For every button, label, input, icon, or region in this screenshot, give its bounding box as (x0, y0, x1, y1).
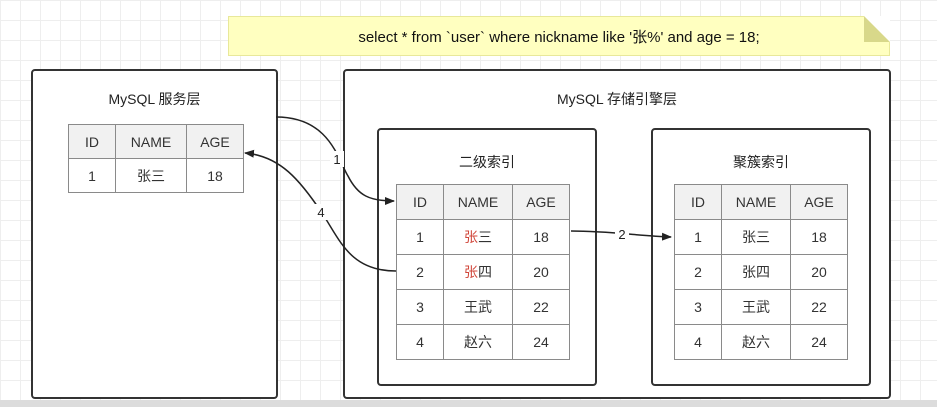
header-age: AGE (790, 184, 848, 220)
name-rest: 赵六 (464, 334, 492, 350)
arrow-1-label-bg (330, 151, 344, 167)
table-row: 1 张三 18 (396, 219, 570, 255)
server-result-table: ID NAME AGE 1 张三 18 (68, 124, 244, 193)
cell-id: 4 (674, 324, 722, 360)
table-row: 2 张四 20 (396, 254, 570, 290)
table-row: 3 王武 22 (674, 289, 848, 325)
cell-name: 赵六 (443, 324, 513, 360)
cell-id: 3 (674, 289, 722, 325)
cell-name: 张三 (443, 219, 513, 255)
clustered-index-title: 聚簇索引 (733, 154, 789, 170)
cell-age: 24 (512, 324, 570, 360)
name-prefix-highlight: 张 (464, 264, 478, 280)
name-rest: 王武 (464, 299, 492, 315)
header-age: AGE (512, 184, 570, 220)
table-header-row: ID NAME AGE (674, 184, 848, 220)
server-layer-title: MySQL 服务层 (108, 91, 201, 107)
secondary-index-title: 二级索引 (459, 154, 515, 170)
arrow-4-label-bg (314, 204, 328, 220)
engine-layer-title: MySQL 存储引擎层 (556, 91, 678, 107)
table-row: 4 赵六 24 (674, 324, 848, 360)
name-rest: 四 (478, 264, 492, 280)
cell-age: 20 (512, 254, 570, 290)
header-name: NAME (443, 184, 513, 220)
arrow-2-label-bg (615, 226, 629, 242)
cell-name: 张四 (443, 254, 513, 290)
sql-query-text: select * from `user` where nickname like… (358, 28, 760, 46)
arrow-4-label: 4 (317, 205, 324, 220)
arrow-1-label: 1 (333, 152, 340, 167)
arrow-step-1 (275, 116, 395, 205)
header-id: ID (68, 124, 116, 159)
clustered-index-table: ID NAME AGE 1 张三 18 2 张四 20 3 王武 22 4 赵六… (674, 184, 848, 360)
header-age: AGE (186, 124, 244, 159)
arrow-2-label: 2 (618, 227, 625, 242)
name-rest: 三 (478, 229, 492, 245)
name-prefix-highlight: 张 (464, 229, 478, 245)
cell-name: 张四 (721, 254, 791, 290)
table-row: 2 张四 20 (674, 254, 848, 290)
header-name: NAME (115, 124, 187, 159)
cell-name: 张三 (115, 158, 187, 193)
table-row: 1 张三 18 (68, 158, 244, 193)
table-row: 4 赵六 24 (396, 324, 570, 360)
cell-age: 20 (790, 254, 848, 290)
table-row: 3 王武 22 (396, 289, 570, 325)
sql-query-note: select * from `user` where nickname like… (228, 16, 890, 56)
cell-id: 2 (396, 254, 444, 290)
note-fold-corner (864, 16, 890, 42)
cell-id: 4 (396, 324, 444, 360)
table-header-row: ID NAME AGE (396, 184, 570, 220)
cell-age: 18 (512, 219, 570, 255)
cell-id: 2 (674, 254, 722, 290)
cell-age: 18 (790, 219, 848, 255)
cell-name: 王武 (443, 289, 513, 325)
cell-age: 24 (790, 324, 848, 360)
cell-name: 张三 (721, 219, 791, 255)
cell-age: 18 (186, 158, 244, 193)
secondary-index-table: ID NAME AGE 1 张三 18 2 张四 20 3 王武 22 4 赵六… (396, 184, 570, 360)
table-header-row: ID NAME AGE (68, 124, 244, 159)
cell-age: 22 (512, 289, 570, 325)
table-row: 1 张三 18 (674, 219, 848, 255)
cell-id: 1 (68, 158, 116, 193)
cell-age: 22 (790, 289, 848, 325)
bottom-scroll-bar (0, 400, 937, 407)
cell-id: 3 (396, 289, 444, 325)
header-name: NAME (721, 184, 791, 220)
